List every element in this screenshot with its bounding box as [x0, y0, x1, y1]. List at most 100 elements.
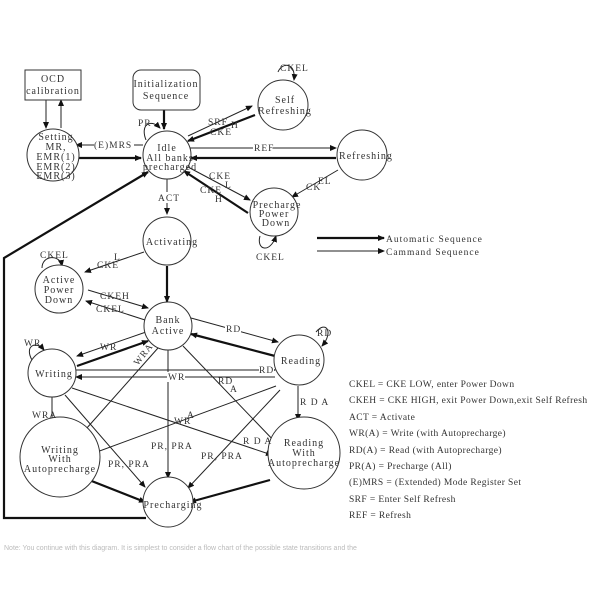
node-label: Refreshing — [258, 106, 312, 117]
node-refreshing: Refreshing — [336, 129, 393, 181]
edge-label: EL — [318, 177, 332, 187]
edge-label: WR — [168, 373, 185, 383]
footnote: Note: You continue with this diagram. It… — [4, 545, 357, 552]
legend-item: (E)MRS = (Extended) Mode Register Set — [349, 478, 522, 489]
edge-idle-pr-loop — [143, 121, 161, 141]
edge-label: REF — [254, 144, 274, 154]
node-ocd-calibration: OCD calibration — [24, 69, 82, 101]
edge-writing-to-bankactive — [76, 339, 149, 368]
node-label: OCD — [41, 74, 65, 85]
edge-bankactive-to-writingap — [77, 347, 159, 439]
edge-label: CK — [306, 183, 321, 193]
edge-bankactive-to-readingap — [182, 345, 278, 445]
node-label: With — [292, 448, 316, 459]
edge-selfrefresh-to-idle — [187, 113, 256, 143]
edge-prechargepd-to-idle — [183, 170, 249, 214]
node-label: With — [48, 454, 72, 465]
edge-label: H — [215, 195, 223, 205]
node-label: EMR(3) — [36, 171, 75, 182]
node-label: Down — [262, 218, 290, 229]
edge-label: L — [114, 253, 121, 263]
edge-label: RD — [226, 325, 241, 335]
edge-label: PR, PRA — [108, 460, 150, 470]
edge-bankactive-to-writing — [76, 331, 147, 357]
node-label: Writing — [41, 445, 79, 456]
node-label: Bank — [155, 315, 180, 326]
node-label: Reading — [281, 356, 321, 367]
edge-idle-to-prechargepd — [187, 166, 251, 201]
edge-writing-to-readingap — [71, 387, 273, 456]
edge-writingap-to-precharging — [83, 476, 146, 504]
edge-reading-to-precharging — [187, 389, 281, 489]
edge-label: (E)MRS — [94, 140, 132, 151]
edge-label: WR — [174, 417, 191, 427]
edge-reading-to-bankactive — [190, 332, 276, 358]
node-label: Idle — [157, 143, 177, 154]
edge-label: CKEH — [100, 292, 130, 302]
node-active-power-down: Active Power Down — [34, 264, 84, 314]
edge-label: RD — [259, 366, 274, 376]
node-label: Power — [44, 285, 75, 296]
edge-label: A — [230, 385, 238, 395]
node-label: Precharging — [143, 500, 202, 511]
node-writing-with-autoprecharge: Writing With Autoprecharge — [19, 416, 101, 498]
edge-label: CKEL — [256, 253, 285, 263]
node-precharging: Precharging — [142, 476, 202, 528]
node-initialization-sequence: Initialization Sequence — [132, 69, 201, 111]
node-reading: Reading — [273, 334, 325, 386]
node-reading-with-autoprecharge: Reading With Autoprecharge — [267, 416, 341, 490]
node-activating: Activating — [142, 216, 198, 266]
edge-reading-rd-loop — [315, 326, 329, 347]
edge-label: CKEL — [96, 305, 125, 315]
edge-label: PR, PRA — [151, 442, 193, 452]
edge-label: PR, PRA — [201, 452, 243, 462]
legend-item: CKEL = CKE LOW, enter Power Down — [349, 380, 515, 390]
node-label: Refreshing — [339, 151, 393, 162]
legend-item: PR(A) = Precharge (All) — [349, 462, 452, 473]
edge-prechargepd-ckel-loop — [258, 235, 277, 249]
node-label: Power — [259, 209, 290, 220]
edge-label: CKE — [97, 261, 119, 271]
key-command-label: Cammand Sequence — [386, 248, 480, 258]
node-label: Sequence — [143, 91, 189, 102]
node-label: All banks — [146, 153, 194, 164]
edge-label: CKE — [209, 172, 231, 182]
edge-label: L — [225, 181, 232, 191]
node-label: Reading — [284, 438, 324, 449]
node-setting: Setting MR, EMR(1) EMR(2) EMR(3) — [26, 128, 80, 182]
node-label: precharged — [143, 162, 197, 173]
edge-refreshing-to-prechargepd — [291, 169, 339, 198]
edge-label: RD — [218, 377, 233, 387]
node-label: Writing — [35, 369, 73, 380]
node-label: EMR(2) — [36, 162, 75, 173]
edge-bankactive-to-activepd — [85, 299, 146, 321]
edge-label: WR — [100, 343, 117, 353]
node-label: Initialization — [133, 79, 198, 90]
node-label: Precharge — [253, 200, 302, 211]
node-label: Autoprecharge — [268, 458, 340, 469]
edge-label: R D A — [300, 398, 329, 408]
edge-activepd-ckel-loop — [41, 257, 64, 269]
edge-label: R D A — [243, 437, 272, 447]
edge-writing-wr-loop — [28, 343, 45, 361]
edge-label: CKEL — [40, 251, 69, 261]
abbreviation-legend: CKEL = CKE LOW, enter Power Down CKEH = … — [349, 377, 588, 525]
edge-label: WR — [24, 339, 41, 349]
edge-precharging-to-idle — [2, 171, 149, 520]
legend-item: CKEH = CKE HIGH, exit Power Down,exit Se… — [349, 396, 588, 407]
legend-item: SRF = Enter Self Refresh — [349, 494, 456, 505]
edge-idle-to-selfrefresh — [187, 105, 253, 137]
edge-label: ACT — [158, 194, 180, 204]
node-label: Self — [275, 95, 295, 106]
edge-label: CKE — [200, 186, 222, 196]
key-automatic-label: Automatic Sequence — [386, 235, 483, 245]
edge-reading-to-writingap — [85, 385, 277, 457]
node-label: EMR(1) — [36, 152, 75, 163]
node-label: Activating — [146, 237, 198, 248]
edge-label: CKE — [210, 128, 232, 138]
edge-label: H — [231, 121, 239, 131]
node-label: calibration — [26, 86, 80, 97]
node-precharge-power-down: Precharge Power Down — [249, 187, 302, 237]
edge-label: A — [187, 411, 195, 421]
